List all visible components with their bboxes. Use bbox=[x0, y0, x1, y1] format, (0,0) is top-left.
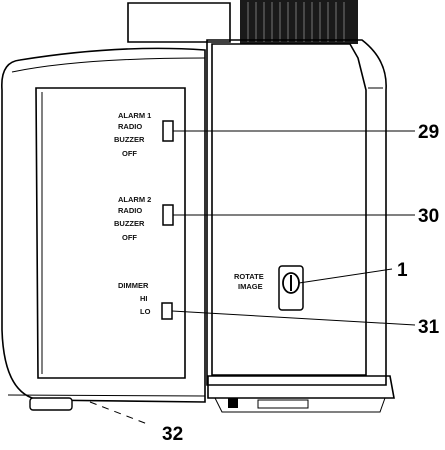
callout-29: 29 bbox=[418, 122, 439, 143]
alarm1-option-buzzer: BUZZER bbox=[114, 135, 145, 144]
rotate-label-line2: IMAGE bbox=[238, 282, 263, 291]
alarm2-option-buzzer: BUZZER bbox=[114, 219, 145, 228]
alarm1-slide-switch[interactable] bbox=[162, 120, 174, 142]
alarm1-option-radio: RADIO bbox=[118, 122, 142, 131]
alarm2-option-off: OFF bbox=[122, 233, 137, 242]
alarm2-switch-group: ALARM 2 RADIO BUZZER OFF bbox=[114, 195, 174, 242]
dimmer-option-hi: HI bbox=[140, 294, 148, 303]
top-focus-knob bbox=[127, 0, 358, 44]
dimmer-title: DIMMER bbox=[118, 281, 149, 290]
callout-31: 31 bbox=[418, 317, 440, 338]
alarm1-title: ALARM 1 bbox=[118, 111, 151, 120]
side-control-panel bbox=[35, 87, 186, 379]
alarm2-option-radio: RADIO bbox=[118, 206, 142, 215]
leader-lines bbox=[89, 130, 416, 426]
alarm1-switch-group: ALARM 1 RADIO BUZZER OFF bbox=[114, 111, 174, 158]
callout-30: 30 bbox=[418, 206, 439, 227]
alarm1-option-off: OFF bbox=[122, 149, 137, 158]
main-housing bbox=[1, 47, 206, 411]
dimmer-option-lo: LO bbox=[140, 307, 151, 316]
rotate-image-control: ROTATE IMAGE bbox=[234, 265, 304, 311]
rotate-label-line1: ROTATE bbox=[234, 272, 264, 281]
projector-column bbox=[206, 39, 395, 413]
callout-32: 32 bbox=[162, 424, 183, 445]
callout-1: 1 bbox=[397, 260, 408, 281]
alarm2-slide-switch[interactable] bbox=[162, 204, 174, 226]
dimmer-switch-group: DIMMER HI LO bbox=[118, 281, 173, 320]
dimmer-slide-switch[interactable] bbox=[161, 302, 173, 320]
alarm2-title: ALARM 2 bbox=[118, 195, 151, 204]
